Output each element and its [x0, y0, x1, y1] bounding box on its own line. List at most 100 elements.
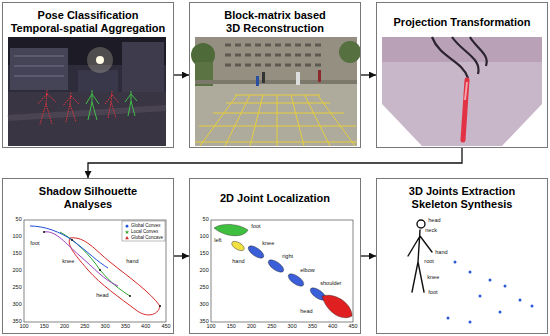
- process-panel: Shadow Silhouette Analyses: [2, 178, 174, 334]
- axis-tick: 350: [121, 324, 131, 330]
- axis-tick: 150: [12, 251, 22, 257]
- process-panel: Pose ClassificationTemporal-spatial Aggr…: [2, 2, 174, 148]
- joint-label: hand: [126, 259, 139, 265]
- courtyard-photo: [339, 41, 361, 63]
- people: [318, 70, 321, 82]
- legend-sample: [125, 230, 129, 234]
- projection-photo: [382, 37, 542, 146]
- contour-points: [129, 295, 131, 297]
- joint-label: shoulder: [320, 281, 342, 287]
- axis-tick: 200: [199, 268, 209, 274]
- joint-label: knee: [62, 259, 75, 265]
- title-area: Block-matrix based 3D Reconstruction: [190, 6, 360, 38]
- silhouette-contours: [60, 232, 130, 296]
- axis-tick: 250: [80, 324, 90, 330]
- joint-label: knee: [262, 241, 275, 247]
- panel-title: Shadow Silhouette Analyses: [33, 185, 143, 211]
- axis-tick: 150: [199, 251, 209, 257]
- title-area: Shadow Silhouette Analyses: [3, 182, 173, 214]
- joint-regions: [286, 272, 305, 289]
- night-photo: [78, 70, 118, 92]
- skeleton-3d: [417, 220, 425, 228]
- flow-arrow: [361, 255, 376, 256]
- axis-tick: 100: [19, 324, 29, 330]
- title-area: Pose ClassificationTemporal-spatial Aggr…: [3, 6, 173, 38]
- people: [256, 70, 321, 86]
- shadow-points: [469, 271, 472, 274]
- flow-arrow: [361, 74, 376, 75]
- joint-label: foot: [428, 290, 438, 296]
- axis-tick: 100: [12, 234, 22, 240]
- axis-tick: 400: [141, 324, 151, 330]
- panel-title: Skeleton Synthesis: [412, 198, 513, 211]
- floor-grid: [200, 95, 355, 146]
- legend-entry: Local Convex: [131, 230, 158, 235]
- night-photo: [8, 37, 166, 146]
- contour-points: [43, 231, 161, 307]
- floor-grid: [195, 95, 357, 142]
- panel-ground: [189, 178, 361, 334]
- night-photo: [14, 56, 64, 76]
- shadow-points: [454, 261, 457, 264]
- projection-photo: [382, 37, 542, 62]
- projection-photo: [382, 37, 542, 146]
- shadow-points: [469, 321, 472, 324]
- joint-label: foot: [251, 224, 261, 230]
- night-photo: [10, 48, 68, 90]
- contour-points: [159, 305, 161, 307]
- axis-tick: 250: [267, 324, 277, 330]
- joint-regions: [214, 224, 352, 317]
- axis-tick: 450: [348, 324, 358, 330]
- shadow-points: [447, 261, 534, 324]
- panel-title: Temporal-spatial Aggregation: [11, 22, 166, 35]
- courtyard-photo: [225, 45, 325, 65]
- legend-sample: [125, 225, 129, 239]
- title-area: Projection Transformation: [377, 6, 547, 38]
- panel-ground: [376, 2, 548, 148]
- shadow-points: [479, 295, 482, 298]
- people: [256, 76, 259, 86]
- process-panel: 3D Joints ExtractionSkeleton Synthesis: [376, 178, 548, 334]
- courtyard-photo: [195, 37, 357, 146]
- plot-axes: [211, 220, 353, 322]
- night-photo: [122, 42, 164, 92]
- night-photo: [8, 108, 166, 118]
- axis-tick: 150: [226, 324, 236, 330]
- panel-ground: [189, 2, 361, 148]
- flow-arrow: [174, 255, 189, 256]
- axis-tick: 400: [328, 324, 338, 330]
- courtyard-photo: [195, 37, 357, 82]
- joint-label: elbow: [300, 268, 315, 274]
- axis-tick: 150: [39, 324, 49, 330]
- projection-photo: [463, 80, 467, 140]
- joint-label: right: [282, 254, 293, 260]
- projection-photo: [465, 82, 467, 100]
- axis-tick: 200: [247, 324, 257, 330]
- floor-grid: [195, 95, 357, 146]
- flow-arrow: [174, 74, 189, 75]
- courtyard-photo: [191, 37, 361, 146]
- projection-photo: [432, 37, 487, 78]
- pose-skeletons: [63, 92, 79, 122]
- axis-tick: 300: [199, 302, 209, 308]
- panel-ground: [2, 178, 174, 334]
- title-area: 2D Joint Localization: [190, 182, 360, 214]
- legend-sample: [125, 236, 129, 239]
- axis-tick: 50: [15, 217, 22, 223]
- axis-tick: 300: [100, 324, 110, 330]
- axis-tick: 250: [12, 285, 22, 291]
- night-photo: [8, 37, 166, 146]
- shadow-points: [504, 285, 507, 288]
- night-photo: [96, 56, 104, 64]
- axis-tick: 450: [161, 324, 171, 330]
- legend-entry: Global Concave: [131, 236, 163, 241]
- panel-title: 3D Joints Extraction: [409, 185, 515, 198]
- pose-skeletons: [38, 90, 56, 124]
- shadow-points: [489, 279, 492, 282]
- joint-label: foot: [30, 241, 40, 247]
- night-photo: [8, 92, 166, 146]
- courtyard-photo: [195, 80, 357, 84]
